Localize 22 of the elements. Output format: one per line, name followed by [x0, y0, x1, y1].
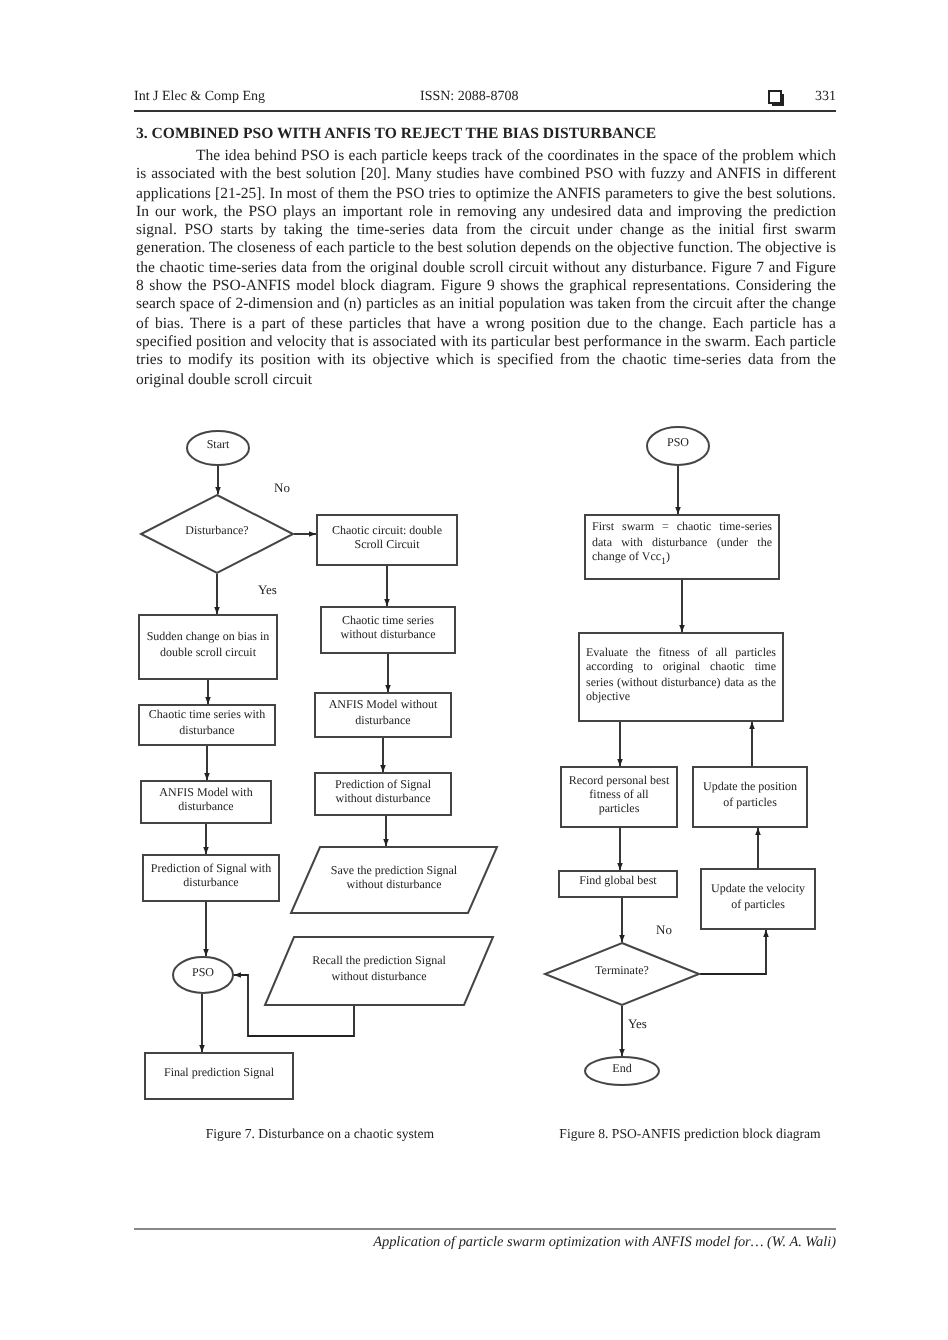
arrow [679, 579, 685, 633]
arrow [749, 721, 755, 767]
arrow [205, 679, 211, 705]
arrow [380, 737, 386, 773]
arrow [699, 929, 769, 975]
arrow [619, 1005, 625, 1057]
arrow [617, 827, 623, 871]
arrow [215, 465, 221, 495]
arrow [203, 901, 209, 957]
arrow [293, 531, 317, 537]
arrow [384, 565, 390, 607]
arrow [214, 573, 220, 615]
arrow [233, 972, 355, 1037]
arrow [617, 721, 623, 767]
arrow [755, 827, 761, 869]
arrow [204, 745, 210, 781]
arrow [675, 465, 681, 515]
arrow [203, 823, 209, 855]
arrow [385, 653, 391, 693]
arrow [199, 993, 205, 1053]
arrow [383, 815, 389, 847]
arrow [619, 897, 625, 943]
